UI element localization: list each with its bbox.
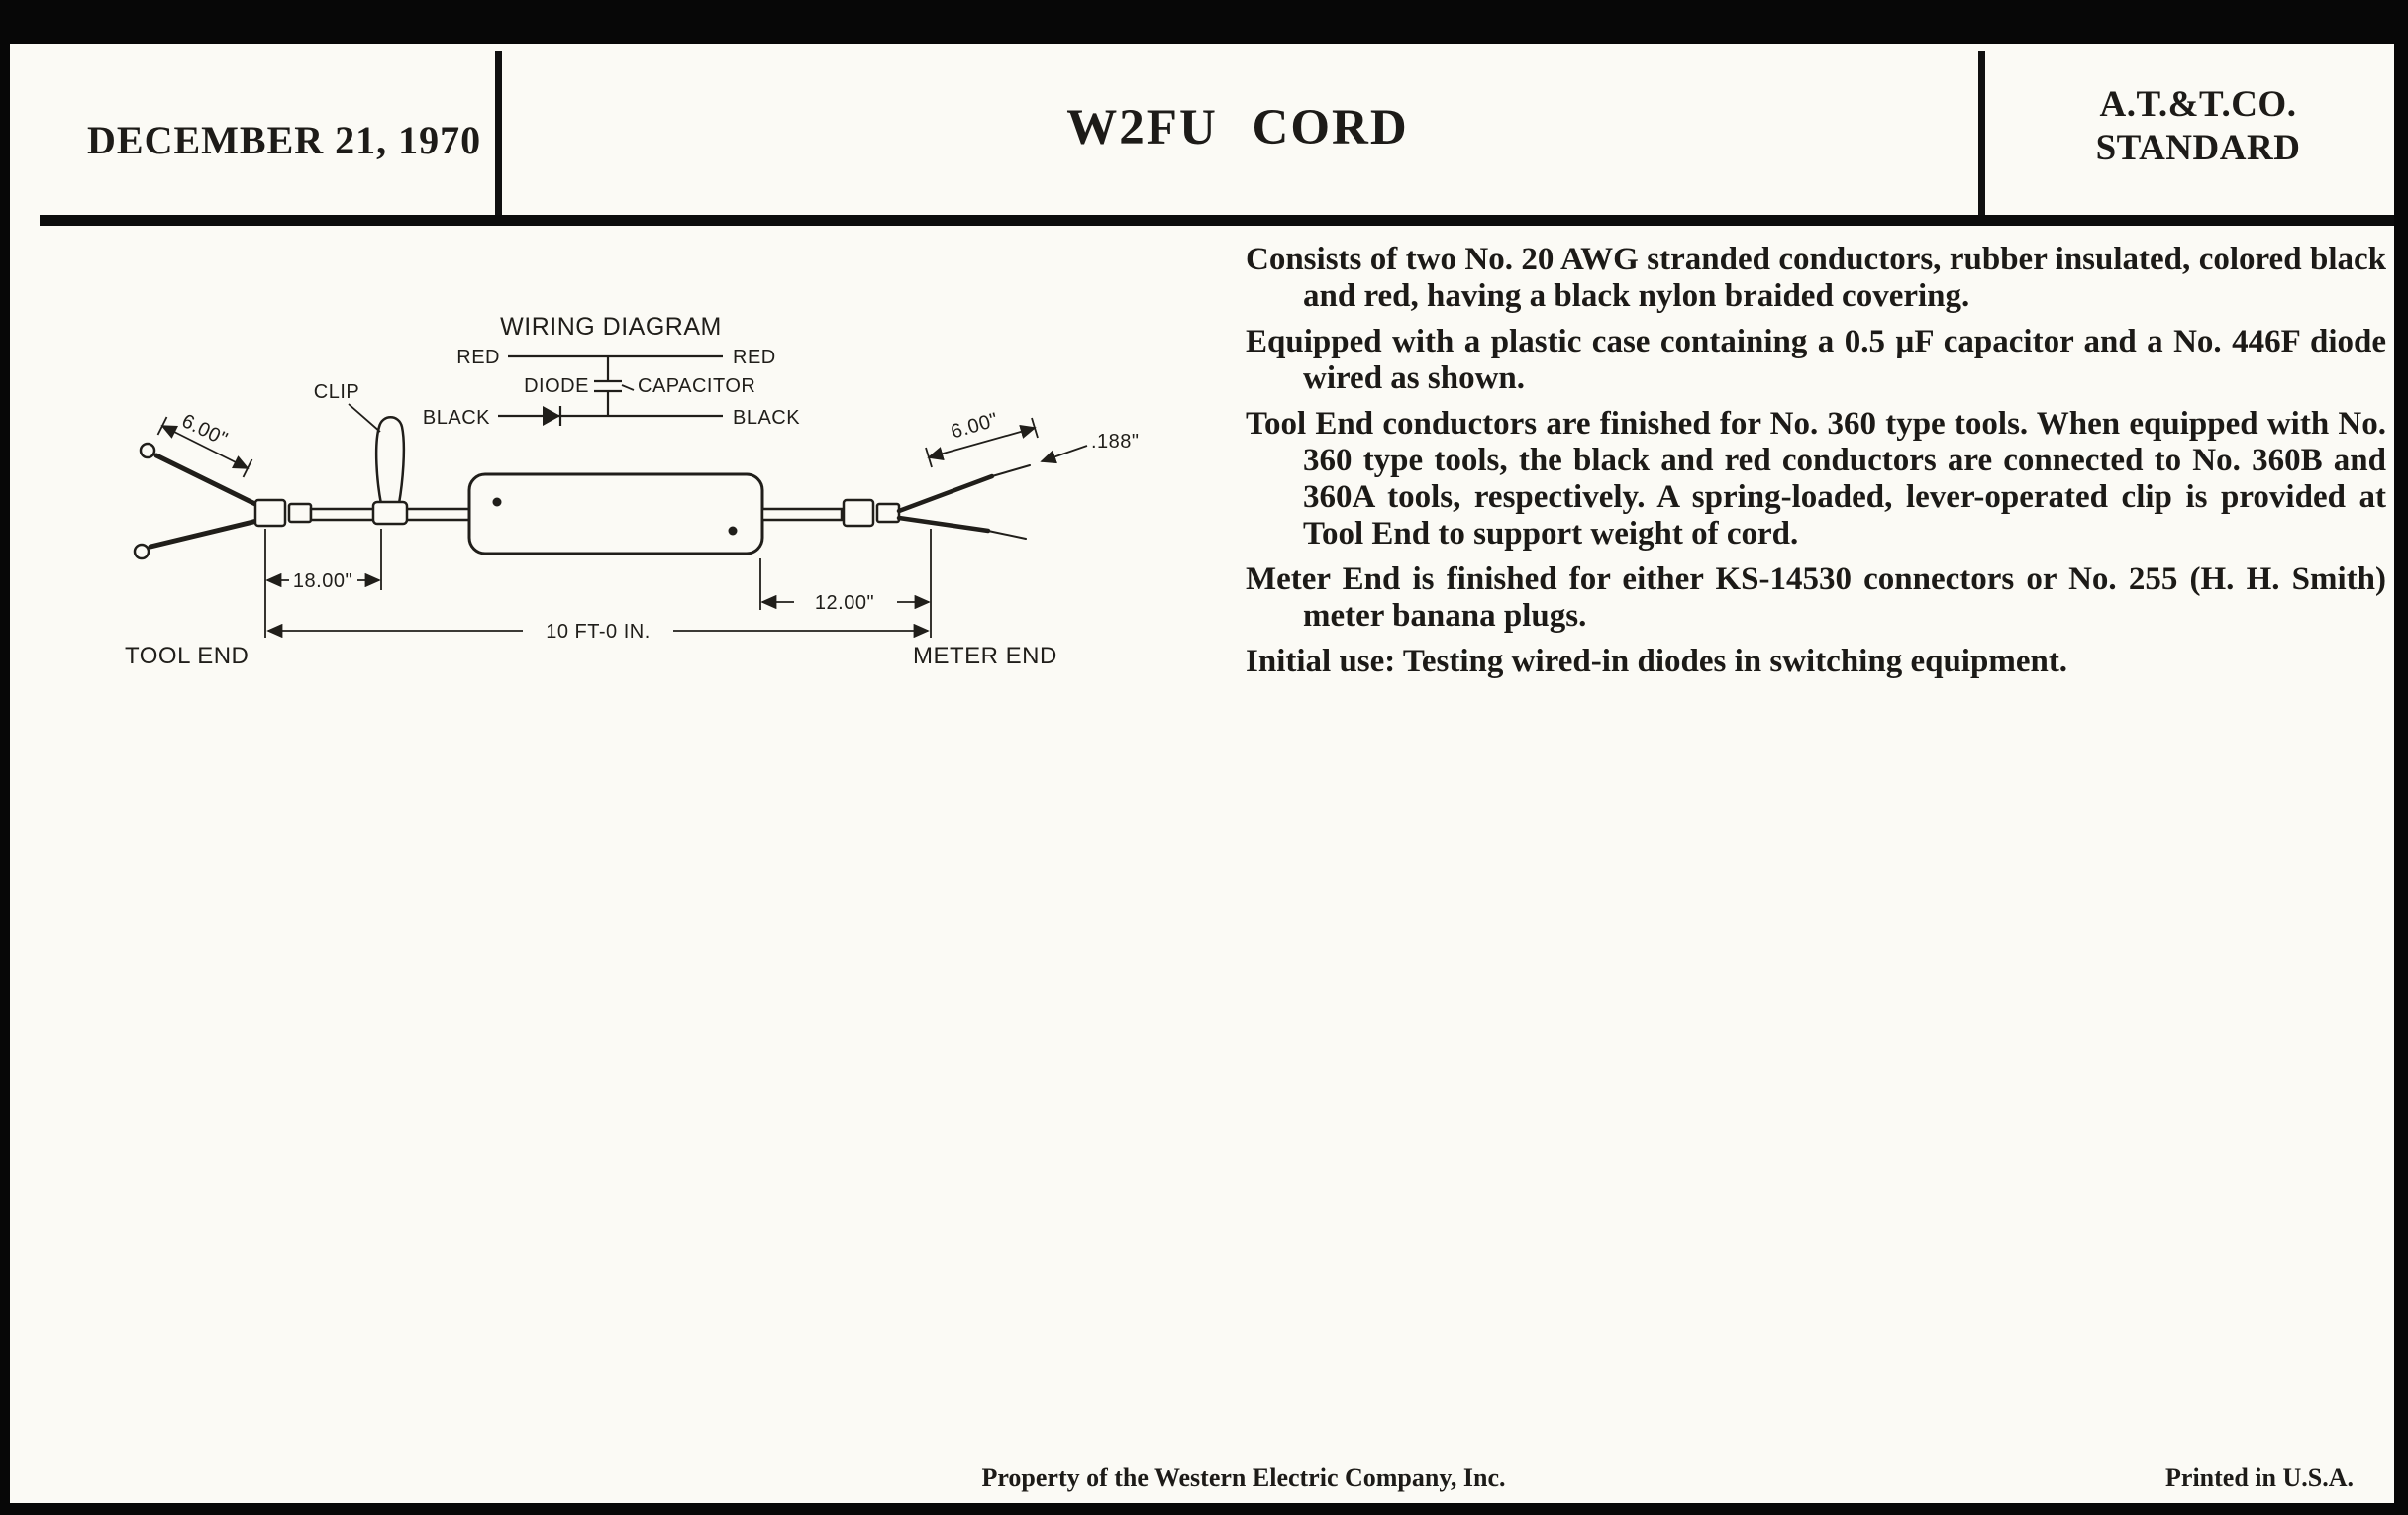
ring-terminal-lower xyxy=(133,543,150,560)
diode-label: DIODE xyxy=(524,375,589,397)
capacitor-label: CAPACITOR xyxy=(638,375,755,397)
footer-property: Property of the Western Electric Company… xyxy=(981,1464,1506,1492)
wiring-diagram: WIRING DIAGRAM RED RED BLACK BLACK DIODE xyxy=(125,313,1140,669)
tool-end-label: TOOL END xyxy=(125,643,249,669)
org-mark: A.T.&T.CO. STANDARD xyxy=(2020,83,2376,169)
header-divider-right xyxy=(1978,51,1985,216)
meter-end-label: METER END xyxy=(913,643,1057,669)
diode-symbol-icon xyxy=(543,406,562,426)
meter-lead-dim: 6.00" xyxy=(949,409,1001,444)
meter-segment-dim: 12.00" xyxy=(815,592,874,614)
spec-text: Consists of two No. 20 AWG stranded cond… xyxy=(1246,242,2386,689)
org-line2: STANDARD xyxy=(2095,127,2301,168)
meter-end-sleeve xyxy=(842,498,875,528)
bare-tip-dim: .188" xyxy=(1091,431,1140,453)
document-date: DECEMBER 21, 1970 xyxy=(87,118,482,162)
tool-segment-dim: 18.00" xyxy=(293,570,352,592)
body-paragraph: Equipped with a plastic case containing … xyxy=(1246,324,2386,396)
tool-lead-dim: 6.00" xyxy=(178,410,231,451)
cord-assembly: CLIP xyxy=(133,381,1031,560)
header-divider-left xyxy=(495,51,502,216)
schematic: RED RED BLACK BLACK DIODE xyxy=(423,347,800,429)
ring-terminal-upper xyxy=(139,442,156,459)
cord-right-segment xyxy=(760,507,844,522)
header-rule xyxy=(40,215,2394,226)
body-paragraph: Initial use: Testing wired-in diodes in … xyxy=(1246,644,2068,679)
tool-end-sleeve xyxy=(253,498,287,528)
black-right-label: BLACK xyxy=(733,407,800,429)
capacitor-symbol-icon xyxy=(594,356,635,416)
document-page: DECEMBER 21, 1970 W2FU CORD A.T.&T.CO. S… xyxy=(10,44,2394,1503)
diagram-title: WIRING DIAGRAM xyxy=(500,313,722,341)
black-left-label: BLACK xyxy=(423,407,490,429)
plastic-case xyxy=(467,472,764,556)
org-line1: A.T.&T.CO. xyxy=(2099,84,2297,125)
footer-printed: Printed in U.S.A. xyxy=(2165,1464,2354,1492)
clip-label: CLIP xyxy=(314,381,359,403)
body-paragraph: Meter End is finished for either KS-1453… xyxy=(1246,561,2386,634)
red-right-label: RED xyxy=(733,347,776,368)
clip-shape xyxy=(374,416,406,511)
overall-dim: 10 FT-0 IN. xyxy=(546,621,651,643)
body-paragraph: Tool End conductors are finished for No.… xyxy=(1246,406,2386,552)
body-paragraph: Consists of two No. 20 AWG stranded cond… xyxy=(1246,242,2386,314)
document-title: W2FU CORD xyxy=(1066,100,1409,155)
red-left-label: RED xyxy=(456,347,500,368)
